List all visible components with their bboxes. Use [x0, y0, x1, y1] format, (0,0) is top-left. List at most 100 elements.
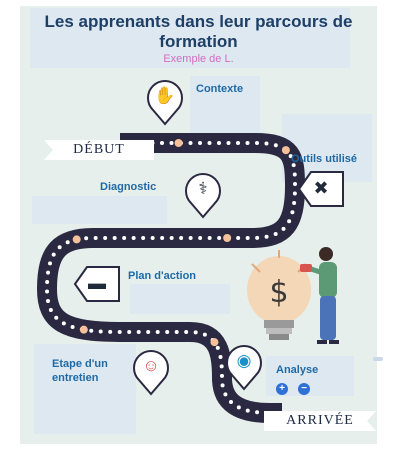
resize-handle[interactable] — [373, 357, 383, 361]
road-dot — [217, 141, 221, 145]
road-dot — [207, 236, 212, 241]
road-dot — [54, 315, 59, 320]
road-dot — [281, 226, 286, 231]
road-dot — [57, 245, 62, 250]
road-dot — [223, 392, 228, 397]
contexte-pin: ✋ — [145, 78, 185, 126]
road-dot — [169, 141, 174, 145]
road-dot — [273, 232, 278, 237]
start-banner: DÉBUT — [44, 140, 154, 160]
road-dot — [112, 236, 117, 240]
road-dot — [89, 328, 94, 333]
stethoscope-icon: ⚕ — [198, 179, 208, 198]
road-dot — [174, 330, 179, 334]
plan-diamond: ▬ — [73, 264, 121, 304]
step-label-outils: Outils utilisé — [291, 153, 358, 165]
road-dot — [255, 235, 260, 240]
lightbulb-illustration: $ — [247, 250, 311, 340]
tools-icon: ✖ — [313, 178, 329, 198]
road-dot — [245, 408, 250, 413]
road-dot — [136, 330, 141, 334]
road-dot — [45, 289, 50, 294]
road-dot — [146, 330, 151, 334]
road-dot — [291, 163, 296, 168]
plan-box[interactable] — [130, 284, 230, 314]
road-dot — [288, 154, 293, 159]
road-dot — [245, 236, 250, 241]
road-dot — [70, 325, 75, 330]
road-dot — [155, 330, 160, 334]
road-marker — [223, 234, 232, 243]
road-markers — [72, 139, 290, 347]
winding-road: $ — [37, 133, 339, 423]
road-marker — [72, 235, 81, 244]
road-dot — [48, 261, 53, 266]
road-dot — [141, 236, 146, 240]
add-button[interactable]: + — [276, 383, 288, 395]
road-dot — [292, 172, 297, 177]
road-dot — [217, 236, 222, 241]
people-meeting-icon: ☺ — [142, 356, 160, 375]
hand-plant-icon: ✋ — [154, 86, 176, 105]
page-title: Les apprenants dans leur parcours de for… — [44, 12, 353, 51]
title-box[interactable] — [30, 8, 350, 68]
road-dot — [45, 280, 50, 285]
road-dot — [108, 329, 113, 334]
road-dot — [46, 270, 51, 275]
end-banner: ARRIVÉE — [264, 411, 376, 431]
road-dot — [117, 329, 122, 334]
person-illustration — [300, 247, 339, 344]
road-marker — [174, 139, 183, 147]
road-dot — [169, 236, 174, 240]
road-dot — [150, 236, 155, 240]
road-dot — [165, 330, 170, 334]
remove-button[interactable]: − — [298, 383, 310, 395]
infographic-card: Les apprenants dans leur parcours de for… — [20, 6, 377, 444]
outils-diamond: ✖ — [297, 169, 345, 209]
road-dot — [127, 330, 132, 334]
etape-box[interactable] — [34, 344, 136, 434]
road-dot — [193, 330, 198, 335]
road-dot — [273, 143, 278, 148]
road-dot — [236, 141, 240, 145]
step-label-diagnostic: Diagnostic — [100, 181, 157, 193]
road-dot — [290, 210, 295, 215]
road-dot — [236, 236, 241, 241]
road-dot — [292, 200, 297, 205]
analysis-icon: ◉ — [236, 351, 252, 370]
analyse-pin: ◉ — [224, 343, 264, 391]
diagnostic-pin: ⚕ — [183, 171, 223, 219]
road-dot — [188, 236, 193, 241]
step-label-analyse: Analyse — [276, 364, 319, 376]
road-dots — [45, 141, 297, 415]
road-dot — [188, 141, 193, 145]
road-dot — [51, 252, 56, 257]
road-dot — [229, 400, 234, 405]
road-dot — [46, 298, 51, 303]
road-dot — [218, 355, 223, 360]
road-marker — [210, 338, 219, 347]
step-label-contexte: Contexte — [196, 83, 244, 95]
road-marker — [281, 146, 290, 155]
road-dot — [292, 182, 297, 187]
road-dot — [255, 410, 260, 415]
contexte-box[interactable] — [190, 76, 260, 134]
etape-pin: ☺ — [131, 348, 171, 396]
clapperboard-icon: ▬ — [88, 273, 106, 293]
road-marker — [79, 325, 88, 334]
road-dot — [98, 329, 103, 334]
road-dot — [245, 141, 250, 145]
road-dot — [48, 308, 53, 313]
road-dot — [219, 364, 224, 369]
road-dot — [160, 236, 165, 240]
step-label-plan: Plan d'action — [128, 270, 197, 282]
road-dot — [219, 373, 224, 378]
road-path — [37, 133, 305, 423]
road-dot — [292, 191, 297, 196]
road-dot — [220, 383, 225, 388]
page-subtitle: Exemple de L. — [163, 53, 234, 65]
road-dot — [264, 234, 269, 239]
diagnostic-box[interactable] — [32, 196, 167, 224]
road-dot — [61, 321, 66, 326]
road-dot — [103, 236, 108, 240]
